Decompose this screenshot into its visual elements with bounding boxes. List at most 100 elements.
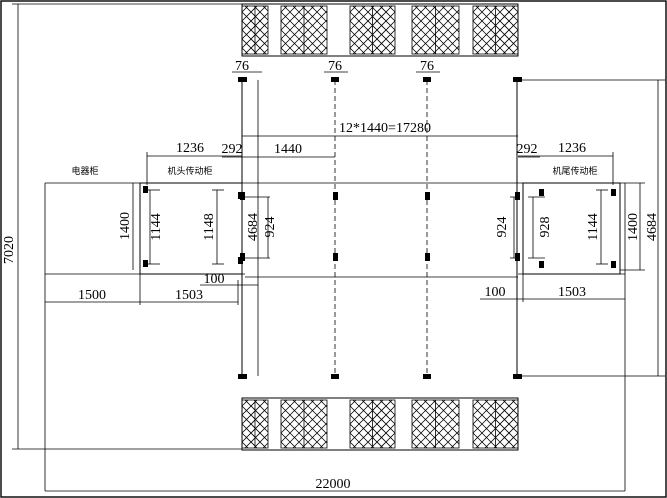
hatch-line bbox=[411, 5, 437, 31]
hatch-line bbox=[280, 5, 306, 31]
hatch-line bbox=[475, 5, 519, 49]
hatch-line bbox=[388, 399, 396, 407]
hatch-line bbox=[349, 5, 366, 22]
hatch-line bbox=[262, 5, 269, 12]
hatch-line bbox=[450, 399, 460, 409]
hatch-line bbox=[411, 5, 446, 40]
hatch-line bbox=[411, 399, 419, 407]
hatch-line bbox=[292, 19, 328, 55]
hatch-line bbox=[280, 399, 306, 425]
hatch-line bbox=[493, 5, 519, 31]
hatch-line bbox=[484, 20, 519, 55]
hatch-line bbox=[411, 423, 437, 449]
hatch-line bbox=[379, 432, 396, 449]
hatch-line bbox=[283, 5, 328, 50]
hatch-line bbox=[472, 47, 480, 55]
hatch-line bbox=[349, 399, 366, 416]
hatch-line bbox=[253, 5, 269, 21]
hatch-line bbox=[262, 48, 269, 55]
hatch-line bbox=[241, 5, 249, 13]
hatch-line bbox=[472, 20, 507, 55]
hatch-line bbox=[349, 11, 393, 55]
hatch-line bbox=[472, 423, 498, 449]
hatch-line bbox=[472, 405, 516, 449]
hatch-line bbox=[349, 5, 393, 49]
hatch-line bbox=[241, 21, 269, 49]
hatch-line bbox=[244, 424, 269, 449]
hatch-line bbox=[423, 18, 460, 55]
hatch-line bbox=[411, 414, 446, 449]
dim-overall-length: 22000 bbox=[45, 477, 625, 492]
hatch-line bbox=[432, 5, 460, 33]
hatch-line bbox=[349, 414, 384, 449]
hatch-line bbox=[493, 29, 519, 55]
hatch-line bbox=[414, 403, 460, 449]
hatch-line bbox=[241, 423, 267, 449]
hatch-line bbox=[280, 47, 288, 55]
hatch-line bbox=[253, 433, 269, 449]
dim-22000: 22000 bbox=[316, 477, 351, 492]
hatch-line bbox=[502, 432, 519, 449]
hatch-line bbox=[472, 399, 498, 425]
hatch-line bbox=[472, 29, 498, 55]
top-conveyor-block bbox=[241, 3, 519, 57]
hatch-line bbox=[370, 5, 396, 31]
hatch-line bbox=[432, 27, 460, 55]
hatch-line bbox=[241, 405, 269, 433]
hatch-line bbox=[388, 5, 396, 13]
dim-7020: 7020 bbox=[2, 236, 17, 264]
hatch-line bbox=[370, 399, 396, 425]
hatch-line bbox=[319, 5, 328, 14]
hatch-line bbox=[441, 5, 460, 24]
hatch-line bbox=[280, 423, 306, 449]
hatch-line bbox=[484, 414, 519, 449]
hatch-line bbox=[472, 399, 489, 416]
hatch-line bbox=[280, 405, 324, 449]
hatch-line bbox=[511, 399, 519, 407]
hatch-line bbox=[414, 399, 460, 445]
hatch-line bbox=[241, 20, 269, 48]
hatch-line bbox=[349, 399, 384, 434]
hatch-line bbox=[280, 399, 324, 443]
hatch-line bbox=[280, 20, 315, 55]
dim-1148-head: 1148 bbox=[202, 213, 217, 240]
hatch-line bbox=[310, 37, 328, 55]
hatch-line bbox=[292, 399, 328, 435]
dim-100-left: 100 bbox=[204, 272, 225, 287]
dim-1500: 1500 bbox=[78, 288, 106, 303]
hatch-line bbox=[450, 45, 460, 55]
hatch-line bbox=[283, 404, 328, 449]
dim-924-left: 924 bbox=[263, 217, 278, 238]
hatch-line bbox=[241, 399, 258, 416]
hatch-line bbox=[349, 47, 357, 55]
hatch-line bbox=[301, 28, 328, 55]
hatch-line bbox=[280, 432, 297, 449]
hatch-line bbox=[423, 412, 460, 449]
hatch-line bbox=[283, 10, 328, 55]
hatch-line bbox=[411, 38, 428, 55]
hatch-line bbox=[472, 399, 507, 434]
hatch-line bbox=[280, 441, 288, 449]
hatch-line bbox=[411, 29, 437, 55]
hatch-line bbox=[241, 414, 269, 442]
hatch-line bbox=[241, 5, 267, 31]
hatch-line bbox=[472, 38, 489, 55]
dim-1144-head: 1144 bbox=[149, 213, 164, 240]
dim-1400-left: 1400 bbox=[118, 212, 133, 240]
hatch-line bbox=[414, 9, 460, 55]
hatch-line bbox=[472, 5, 480, 13]
hatch-line bbox=[292, 5, 328, 41]
hatch-line bbox=[244, 30, 269, 55]
hatch-line bbox=[472, 441, 480, 449]
hatch-line bbox=[310, 5, 328, 23]
dim-1236-right: 1236 bbox=[558, 141, 586, 156]
hatch-line bbox=[352, 399, 396, 443]
hatch-line bbox=[241, 11, 269, 39]
hatch-line bbox=[511, 441, 519, 449]
hatch-line bbox=[411, 20, 446, 55]
hatch-line bbox=[379, 38, 396, 55]
hatch-line bbox=[370, 423, 396, 449]
label-electrical-cabinet: 电器柜 bbox=[71, 165, 98, 177]
